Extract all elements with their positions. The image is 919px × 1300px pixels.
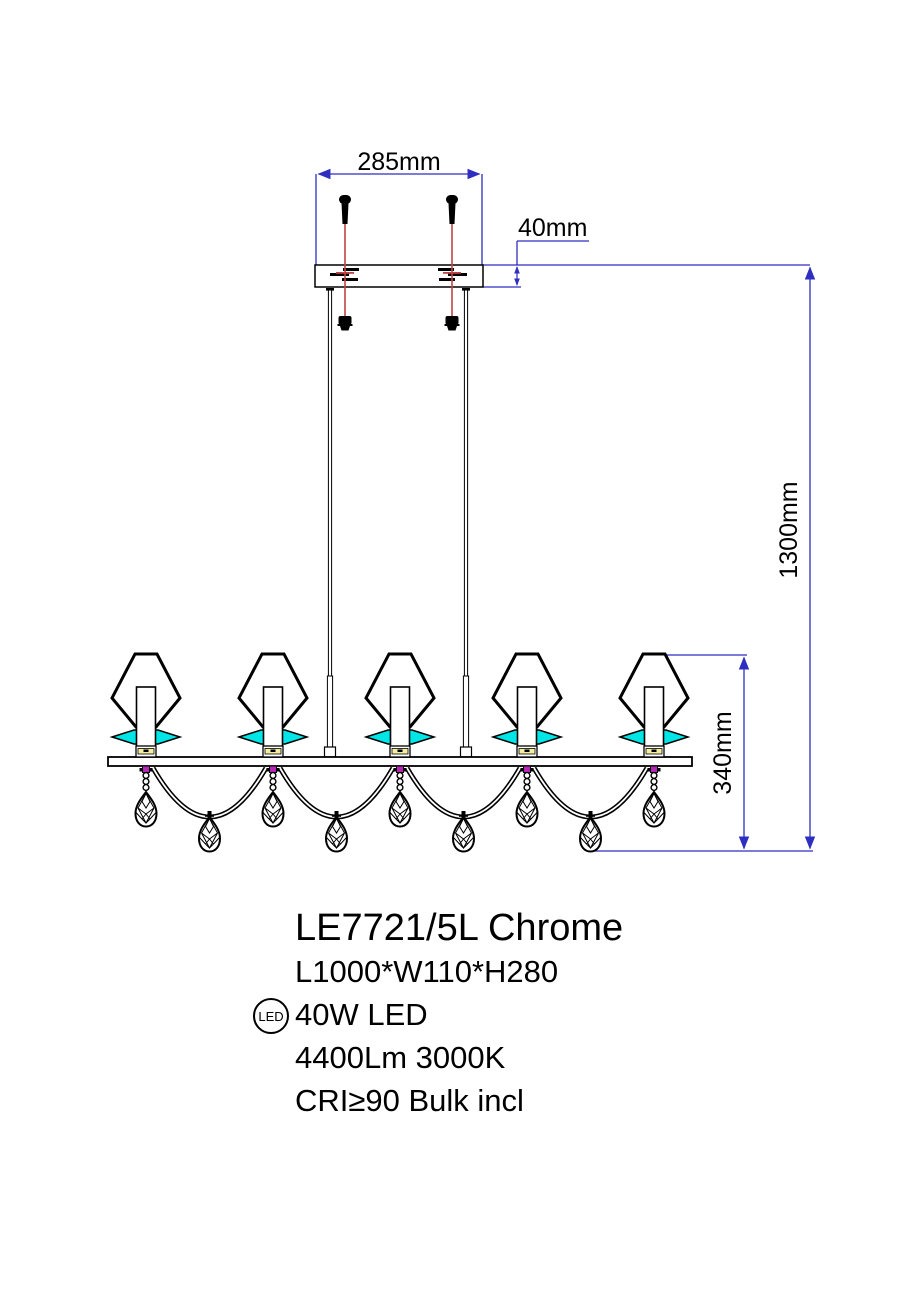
lamp-unit-1 [110,652,182,759]
led-badge-icon: LED [253,998,289,1034]
dimension-canopy-width: 285mm [315,148,483,265]
crystal-pendants [136,766,665,852]
dimension-total-drop: 1300mm [483,264,816,850]
dimension-fixture-height: 340mm [590,654,813,852]
lamp-unit-3 [364,652,436,759]
lamp-units [110,652,690,759]
lamp-unit-4 [491,652,563,759]
lamp-unit-2 [237,652,309,759]
product-luminous: 4400Lm 3000K [295,1040,506,1075]
product-model: LE7721/5L Chrome [295,907,624,949]
mount-screw-right [443,194,461,332]
suspension-rod-left [323,287,337,758]
canopy-width-label: 285mm [357,148,440,176]
canopy-thickness-label: 40mm [518,214,587,242]
product-wattage: 40W LED [295,997,428,1032]
fixture-height-label: 340mm [709,711,737,794]
chandelier-rail [107,756,693,767]
ceiling-mount-plate [314,264,484,288]
mount-screw-left [336,194,354,332]
lamp-unit-5 [618,652,690,759]
dimension-canopy-thickness: 40mm [483,214,589,288]
total-drop-label: 1300mm [775,481,803,578]
suspension-rod-right [459,287,473,758]
product-cri: CRI≥90 Bulk incl [295,1083,524,1118]
product-spec-block: LE7721/5L Chrome L1000*W110*H280 40W LED… [295,906,623,1122]
product-size: L1000*W110*H280 [295,954,559,989]
